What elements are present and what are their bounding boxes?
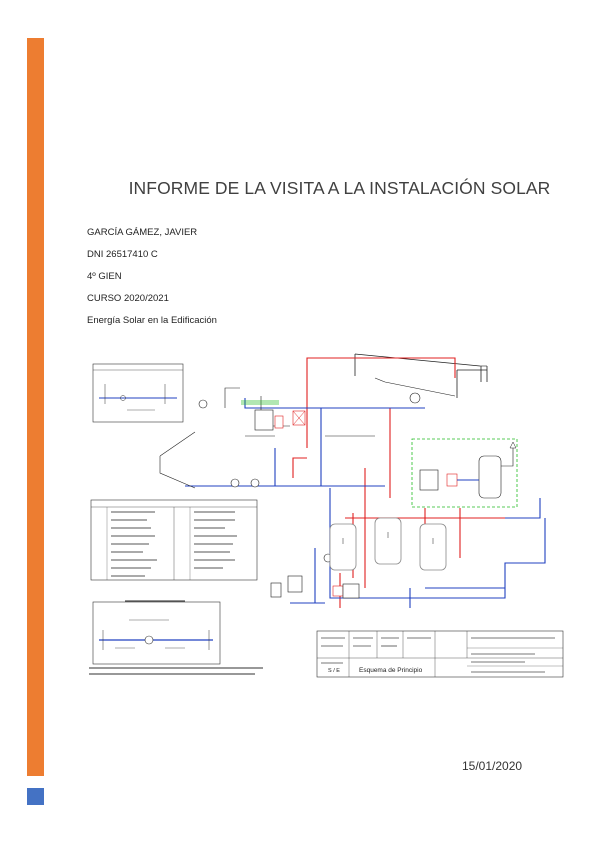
author-dni: DNI 26517410 C — [87, 249, 158, 260]
installation-schematic: S / E Esquema de Principio — [89, 353, 564, 678]
hot-pipes — [292, 357, 505, 608]
acs-circuit-box — [411, 438, 518, 508]
academic-year: CURSO 2020/2021 — [87, 293, 169, 304]
document-title: INFORME DE LA VISITA A LA INSTALACIÓN SO… — [128, 178, 551, 198]
subject-name: Energía Solar en la Edificación — [87, 315, 217, 326]
author-name: GARCÍA GÁMEZ, JAVIER — [87, 227, 198, 238]
orange-side-bar — [27, 38, 44, 776]
balancing-valve-detail — [92, 363, 184, 423]
scheme-title: Esquema de Principio — [359, 667, 423, 674]
document-date: 15/01/2020 — [462, 759, 523, 773]
blue-corner-square — [27, 788, 44, 805]
solar-collector-array — [354, 353, 488, 398]
pump-symbols — [198, 392, 421, 563]
bottom-equipment — [270, 575, 360, 599]
title-block — [316, 630, 564, 678]
heat-exchanger-box — [254, 409, 306, 431]
legend-table — [90, 499, 258, 581]
course-group: 4º GIEN — [87, 271, 122, 282]
assembly-detail — [92, 600, 221, 665]
storage-tanks — [329, 517, 447, 571]
scheme-scale: S / E — [328, 668, 340, 674]
